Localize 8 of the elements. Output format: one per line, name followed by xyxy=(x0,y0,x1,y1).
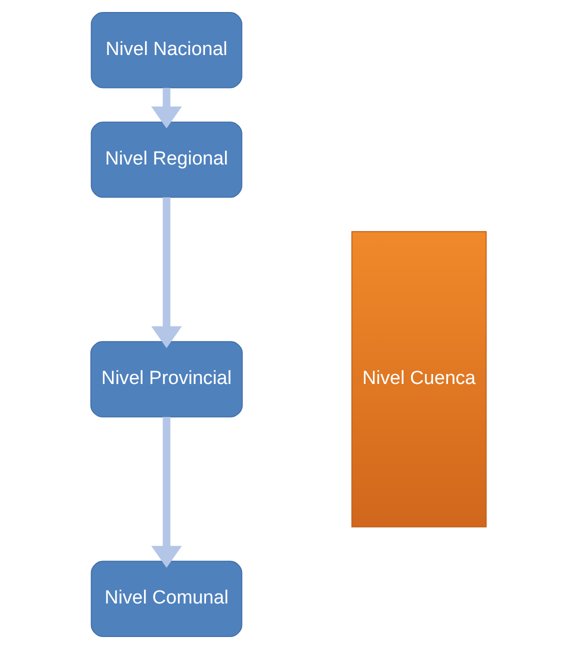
arrow xyxy=(150,197,182,348)
node-box: Nivel Regional xyxy=(90,122,242,198)
arrow xyxy=(150,88,182,128)
arrow xyxy=(150,416,182,568)
node-box: Nivel Nacional xyxy=(90,12,242,88)
node-box: Nivel Cuenca xyxy=(350,231,486,528)
node-box: Nivel Provincial xyxy=(90,341,242,418)
node-box: Nivel Comunal xyxy=(90,560,242,637)
